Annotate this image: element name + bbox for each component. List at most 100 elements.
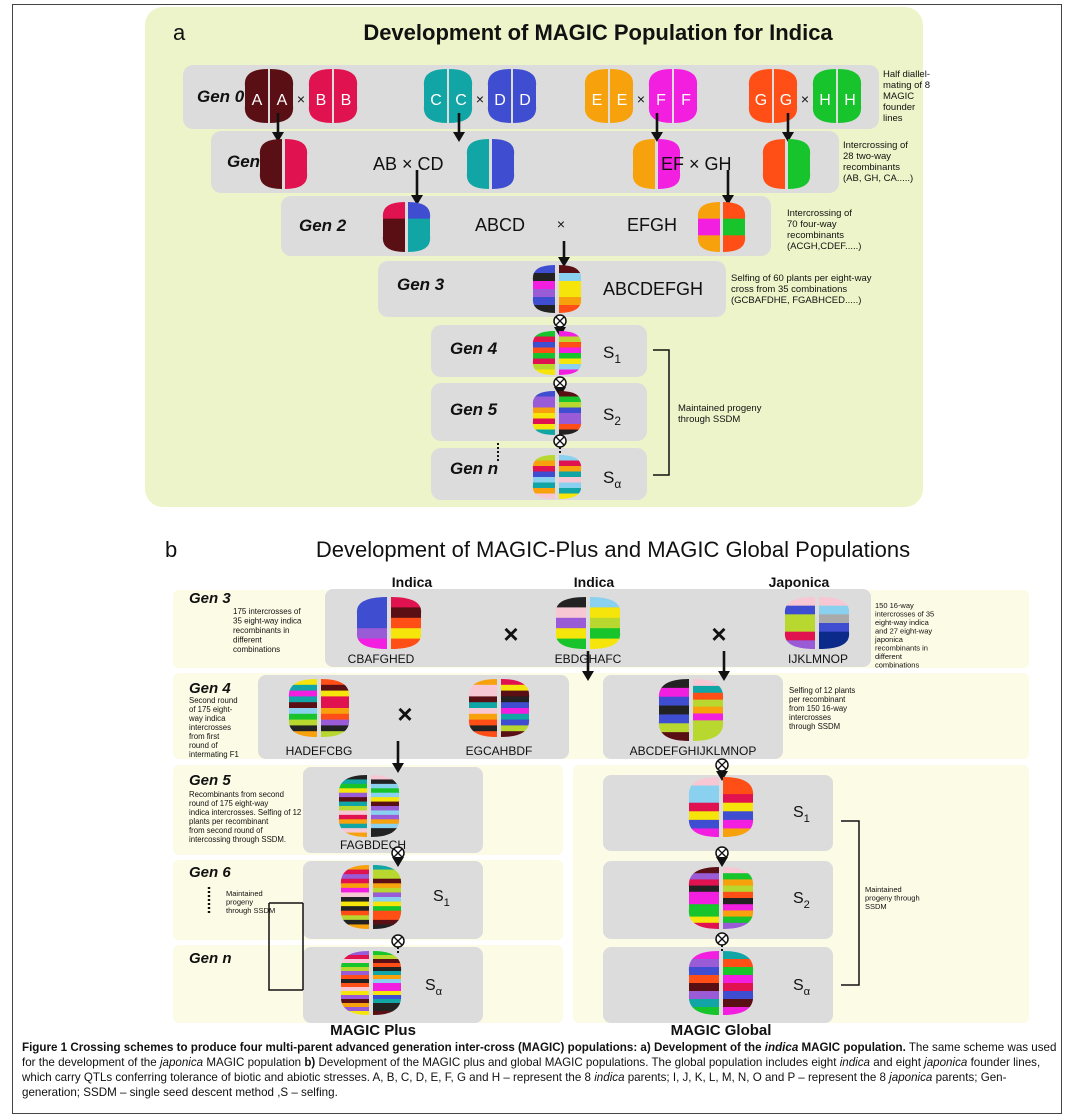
chromosome-band	[373, 915, 402, 921]
chromosome-band	[391, 628, 422, 640]
chromosome-band	[688, 811, 719, 821]
b-genn-global-right	[723, 951, 754, 1015]
chromosome-band	[723, 898, 754, 905]
gen4-pair-left	[532, 331, 555, 375]
gen1-EF-left	[632, 139, 655, 189]
chromosome-band	[340, 919, 369, 926]
b-gen6-global-right	[723, 867, 754, 929]
chromosome-band	[373, 1003, 402, 1008]
chromosome-band	[559, 477, 582, 484]
chromosome-band	[688, 959, 719, 968]
note-b-gen3-right: japonica	[874, 635, 904, 644]
chromosome-band	[723, 916, 754, 924]
b-gen3-EBDGHAFC-left	[555, 597, 586, 649]
chromosome-band	[788, 139, 811, 189]
gen-label: Gen 4	[450, 339, 498, 358]
chromosome-band	[784, 640, 815, 649]
chromosome-band	[340, 979, 369, 984]
note-b-gen3-right: 150 16-way	[875, 601, 914, 610]
chromosome-band	[371, 775, 400, 781]
chromosome-band	[688, 967, 719, 976]
note-b-gen3-right: combinations	[875, 661, 919, 670]
chromosome-band	[723, 1007, 754, 1015]
chromosome-band	[688, 873, 719, 880]
chromosome-band	[784, 614, 815, 624]
note-gen3: (GCBAFDHE, FGABHCED.....)	[731, 295, 861, 306]
gen2-cross-label: ABCD	[475, 215, 525, 235]
chromosome-band	[373, 959, 402, 964]
cross-icon: ×	[801, 91, 809, 107]
chromosome-band	[321, 690, 350, 697]
b-gen3-IJKLMNOP-right	[819, 597, 850, 649]
chromosome-band	[532, 342, 555, 349]
founder-D	[513, 69, 537, 123]
founder-label: D	[519, 92, 531, 109]
note-gen1: recombinants	[843, 162, 900, 173]
chromosome-band	[559, 265, 582, 274]
note-b-gen5: plants per recombinant	[189, 817, 269, 826]
chromosome-band	[559, 347, 582, 354]
founder-label: E	[617, 92, 628, 109]
down-arrow-icon	[392, 857, 404, 867]
chromosome-band	[285, 139, 308, 189]
chromosome-band	[408, 202, 431, 220]
chromosome-band	[449, 69, 473, 123]
caption-text-16: parents; Gen- generation; SSDM – single …	[22, 1071, 1007, 1099]
cross-icon: ×	[637, 91, 645, 107]
chromosome-band	[321, 696, 350, 703]
founder-C	[423, 69, 447, 123]
chromosome-band	[532, 402, 555, 409]
caption-italic-11: japonica	[924, 1056, 968, 1069]
chromosome-band	[373, 924, 402, 929]
chromosome-band	[373, 910, 402, 916]
gen1-box	[211, 131, 839, 193]
chromosome-band	[688, 983, 719, 992]
chromosome-band	[532, 353, 555, 360]
chromosome-band	[288, 684, 317, 692]
chromosome-band	[559, 336, 582, 343]
chromosome-band	[532, 331, 555, 338]
chromosome-band	[468, 725, 497, 732]
b-genn-global-left	[688, 951, 719, 1015]
chromosome-band	[373, 883, 402, 889]
gen-label: Gen 5	[189, 772, 231, 789]
gen-label: Gen 3	[397, 275, 445, 294]
chromosome-band	[340, 1007, 369, 1012]
founder-F	[674, 69, 698, 123]
chromosome-band	[555, 628, 586, 640]
chromosome-band	[340, 883, 369, 889]
chromosome-band	[501, 684, 530, 692]
chromosome-band	[723, 983, 754, 992]
caption-italic-5: japonica	[159, 1056, 204, 1069]
caption-bold-italic-2: indica	[764, 1041, 799, 1054]
chromosome-band	[356, 607, 387, 619]
chromosome-band	[532, 305, 555, 313]
chromosome-band	[373, 1011, 402, 1015]
gen2-ABCD-right	[408, 202, 431, 252]
chromosome-band	[693, 727, 724, 735]
gen-label: Gen 0	[197, 87, 245, 106]
note-gen1: Intercrossing of	[843, 140, 908, 151]
chromosome-band	[559, 424, 582, 431]
caption-italic-13: indica	[594, 1071, 625, 1084]
chromosome-band	[688, 828, 719, 837]
chromosome-band	[288, 679, 317, 686]
chromosome-band	[532, 477, 555, 484]
cross-icon: ×	[503, 619, 518, 649]
note-b-gen5: indica intercrosses. Selfing of 12	[189, 808, 301, 817]
chromosome-band	[373, 975, 402, 980]
b-gen5-global-left	[688, 777, 719, 837]
panel-a-letter: a	[173, 20, 186, 45]
founder-label: F	[656, 92, 666, 109]
chromosome-band	[590, 628, 621, 640]
gen3-label: ABCDEFGH	[603, 279, 703, 299]
b-gen4-ABCDEFGHIJKLMNOP-right	[693, 679, 724, 741]
gen-n-pair-right	[559, 455, 582, 499]
founder-A	[244, 69, 268, 123]
chromosome-band	[723, 975, 754, 984]
chromosome-band	[658, 139, 681, 189]
panel-b-title: Development of MAGIC-Plus and MAGIC Glob…	[316, 537, 910, 562]
chromosome-band	[532, 418, 555, 425]
b-gen5-FAGBDECH-right	[371, 775, 400, 837]
chromosome-band	[288, 690, 317, 697]
